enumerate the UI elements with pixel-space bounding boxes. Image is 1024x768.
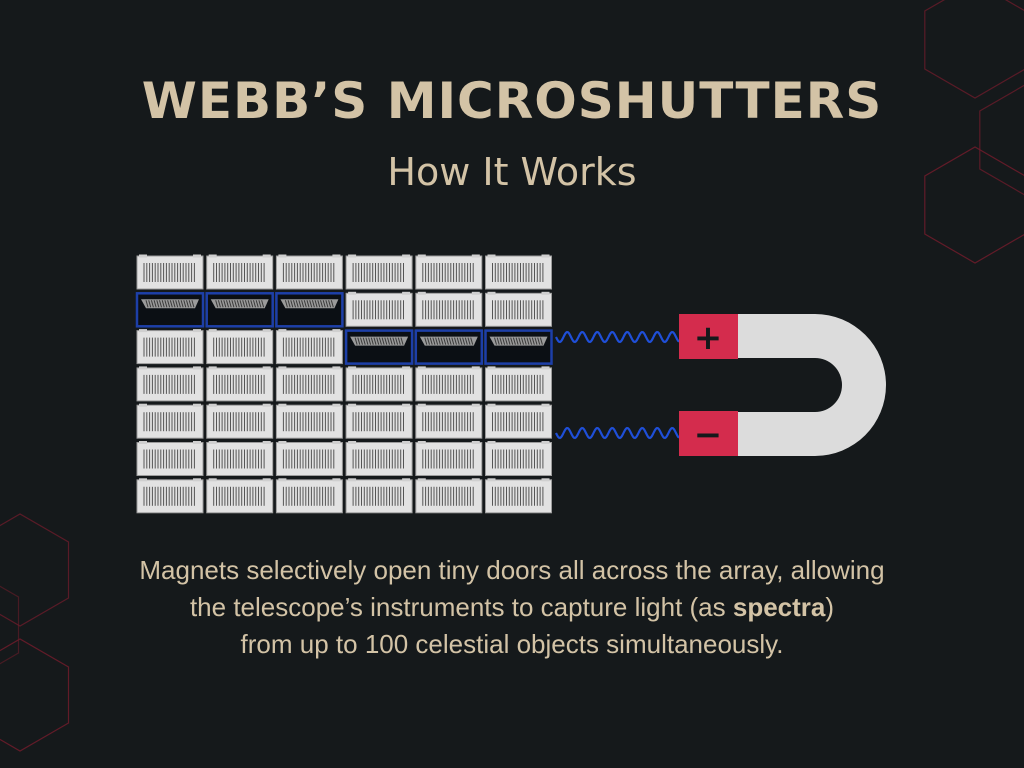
shutter-closed: [206, 403, 274, 439]
shutter-closed: [345, 366, 413, 402]
hexagon-outline: [979, 84, 1024, 196]
shutter-closed: [275, 441, 343, 476]
caption-emphasis-spectra: spectra: [732, 592, 826, 622]
shutter-closed: [415, 254, 483, 290]
shutter-open: [484, 329, 553, 365]
shutter-open: [135, 292, 205, 328]
hexagon-outline: [924, 146, 1024, 264]
shutter-closed: [485, 441, 552, 476]
shutter-closed: [415, 441, 483, 476]
shutter-closed: [485, 403, 552, 439]
shutter-closed: [136, 366, 204, 402]
hexagon-outline: [924, 0, 1024, 99]
shutter-closed: [206, 366, 274, 402]
magnet-body: [738, 314, 886, 456]
shutter-closed: [345, 403, 413, 439]
shutter-closed: [345, 478, 413, 514]
page-subtitle: How It Works: [387, 150, 637, 194]
hexagon-outline: [0, 638, 70, 752]
shutter-closed: [206, 478, 274, 514]
shutter-closed: [415, 478, 483, 514]
shutter-closed: [345, 441, 413, 476]
hexagon-outline: [0, 513, 70, 627]
shutter-closed: [485, 254, 552, 290]
shutter-closed: [345, 291, 413, 327]
shutter-closed: [275, 403, 343, 439]
shutter-open: [414, 329, 484, 365]
caption-line-1: Magnets selectively open tiny doors all …: [139, 555, 885, 585]
page-title: WEBB’S MICROSHUTTERS: [141, 72, 883, 130]
caption-line-2-end: ): [825, 592, 835, 622]
magnetic-wave-positive: [555, 330, 680, 344]
shutter-open: [205, 292, 274, 328]
shutter-closed: [275, 329, 343, 365]
microshutter-diagram: + −: [135, 254, 886, 514]
shutter-closed: [415, 366, 483, 402]
shutter-closed: [136, 403, 204, 439]
shutter-closed: [136, 254, 204, 290]
shutter-closed: [136, 329, 204, 365]
caption-line-2-start: the telescope’s instruments to capture l…: [189, 592, 733, 622]
shutter-closed: [415, 403, 483, 439]
shutter-open: [275, 292, 344, 328]
shutter-closed: [275, 254, 343, 290]
negative-symbol: −: [694, 415, 723, 455]
shutter-closed: [206, 441, 274, 476]
caption-text: Magnets selectively open tiny doors all …: [0, 552, 1024, 663]
shutter-array: [135, 254, 553, 514]
shutter-closed: [206, 329, 274, 365]
shutter-closed: [415, 291, 483, 327]
shutter-closed: [206, 254, 274, 290]
magnet-positive-pole: [679, 314, 738, 359]
shutter-closed: [485, 291, 552, 327]
shutter-closed: [136, 478, 204, 514]
hexagon-outline: [0, 585, 20, 665]
horseshoe-magnet: + −: [679, 314, 886, 456]
magnet-negative-pole: [679, 411, 738, 456]
shutter-closed: [485, 366, 552, 402]
shutter-closed: [275, 366, 343, 402]
caption-line-2: the telescope’s instruments to capture l…: [0, 589, 1024, 626]
positive-symbol: +: [694, 318, 723, 358]
magnetic-wave-negative: [555, 426, 680, 440]
shutter-closed: [275, 478, 343, 514]
shutter-closed: [136, 441, 204, 476]
caption-line-3: from up to 100 celestial objects simulta…: [240, 629, 784, 659]
shutter-open: [344, 329, 414, 365]
shutter-closed: [345, 254, 413, 290]
shutter-closed: [485, 478, 552, 514]
